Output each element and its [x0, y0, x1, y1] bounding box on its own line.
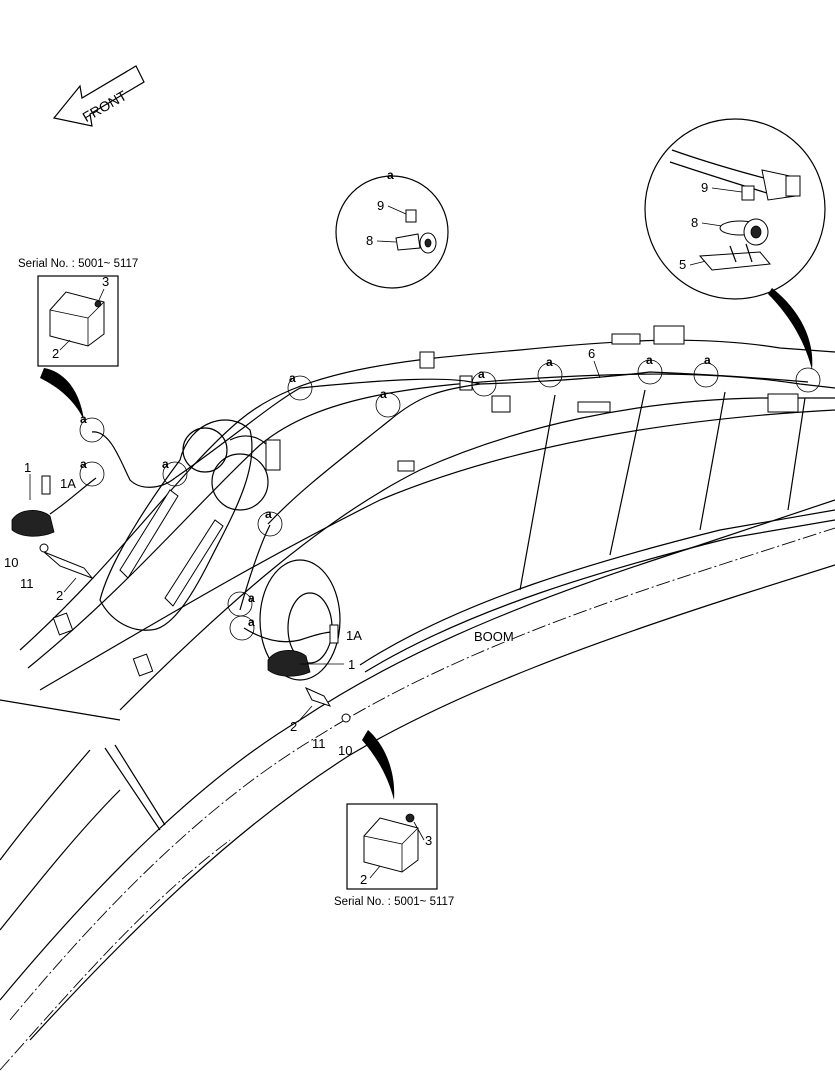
left-lamp-label-1a: 1A: [60, 476, 76, 491]
serial-top-label: Serial No. : 5001~ 5117: [18, 258, 138, 270]
detail-a-label-8: 8: [366, 233, 373, 248]
clamp-marker-9: a: [704, 353, 711, 367]
clamp-marker-4: a: [289, 371, 296, 385]
detail-b-label-8: 8: [691, 215, 698, 230]
clamp-marker-10: a: [265, 507, 272, 521]
serial-bottom-label: Serial No. : 5001~ 5117: [334, 896, 454, 908]
inset-bottom: 3 2 Serial No. : 5001~ 5117: [334, 803, 454, 908]
detail-b-pointer: [768, 288, 813, 370]
detail-circle-a: a 9 8: [335, 168, 449, 289]
inset-top-left: Serial No. : 5001~ 5117 3 2: [18, 258, 138, 367]
clamp-marker-3: a: [162, 457, 169, 471]
clamp-marker-6: a: [478, 367, 485, 381]
inset-bottom-label-3: 3: [425, 833, 432, 848]
clamp-marker-5: a: [380, 387, 387, 401]
clamp-marker-12: a: [248, 615, 255, 629]
right-lamp-label-1a: 1A: [346, 628, 362, 643]
clamp-marker-1: a: [80, 412, 87, 426]
left-lamp-label-11: 11: [20, 576, 34, 591]
left-lamp-label-10: 10: [4, 555, 18, 570]
inset-bottom-pointer: [362, 730, 395, 800]
clamp-marker-7: a: [546, 355, 553, 369]
clamp-markers: a a a a a a a a a a a a 6: [79, 346, 821, 641]
left-lamp-label-2: 2: [56, 588, 63, 603]
boom-structure: [0, 325, 835, 1071]
right-lamp-label-1: 1: [348, 657, 355, 672]
inset-top-label-3: 3: [102, 274, 109, 289]
right-lamp-label-2: 2: [290, 719, 297, 734]
left-work-lamp: 1 1A 10 11 2: [4, 460, 94, 603]
right-lamp-label-11: 11: [312, 736, 326, 751]
clamp-marker-2: a: [80, 457, 87, 471]
clamp-marker-8: a: [646, 353, 653, 367]
harness-label-6: 6: [588, 346, 595, 361]
left-lamp-label-1: 1: [24, 460, 31, 475]
boom-label: BOOM: [474, 629, 514, 644]
inset-top-label-2: 2: [52, 346, 59, 361]
detail-b-label-9: 9: [701, 180, 708, 195]
clamp-marker-11: a: [248, 591, 255, 605]
detail-b-label-5: 5: [679, 257, 686, 272]
inset-bottom-label-2: 2: [360, 872, 367, 887]
detail-a-label-9: 9: [377, 198, 384, 213]
detail-circle-b: 9 8 5: [644, 118, 826, 300]
detail-a-title: a: [387, 168, 394, 182]
right-lamp-label-10: 10: [338, 743, 352, 758]
inset-top-pointer: [40, 368, 84, 420]
right-work-lamp: 1A 1 2 11 10: [267, 624, 362, 758]
front-arrow: FRONT: [52, 65, 145, 127]
